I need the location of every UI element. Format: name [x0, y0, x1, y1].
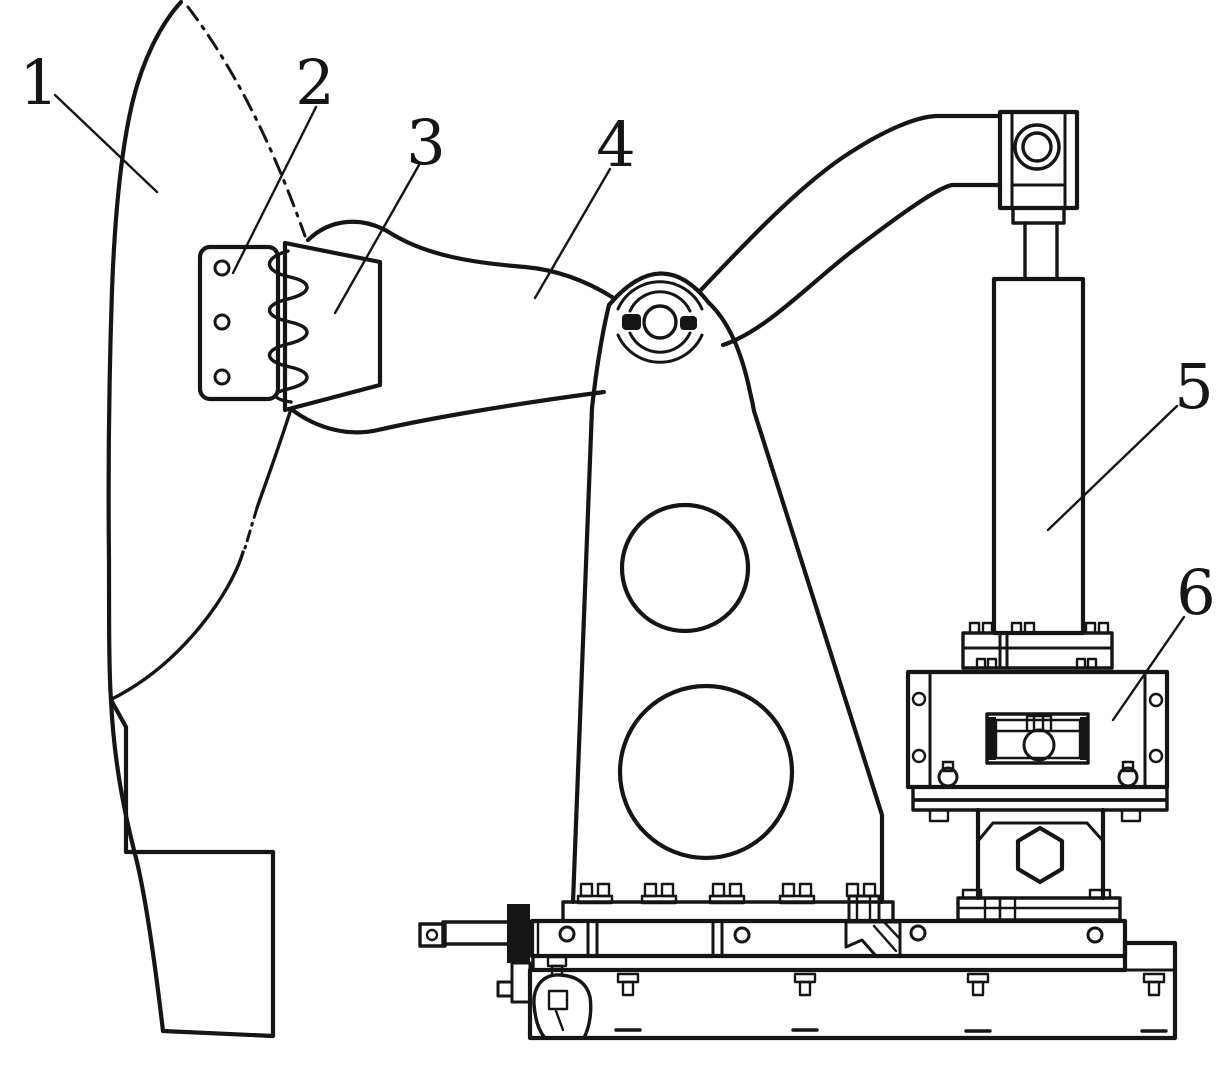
part-label-4: 4: [596, 108, 635, 181]
part-label-1: 1: [19, 46, 58, 119]
leader-line-5: [1046, 404, 1179, 532]
anchor-fixture: [418, 904, 593, 1040]
bearing-arc: [628, 331, 692, 354]
plate-hole: [213, 368, 231, 386]
box-flange-hole: [911, 691, 927, 707]
rail-band: [529, 918, 1128, 959]
box-bottom-tab: [1120, 808, 1142, 823]
flange-top-bolts: [968, 621, 1110, 635]
flange-body: [961, 631, 1114, 670]
beam-tail-bottom-edge: [720, 182, 1003, 348]
bearing-side-bolt: [622, 314, 641, 330]
arc-inner-edge-upper: [255, 407, 293, 510]
plate-body: [197, 244, 281, 402]
beam-tail-top-edge: [697, 113, 1003, 294]
post-head-arc: [606, 271, 712, 308]
leader-line-6: [1111, 615, 1186, 722]
anchor-rod: [441, 920, 515, 946]
horsehead-arc: [106, 0, 307, 1039]
part-label-3: 3: [406, 106, 445, 179]
spring-coil: [267, 249, 309, 404]
leader-line-3: [333, 163, 421, 315]
bearing-arc: [628, 290, 692, 313]
box-flange-hole: [1148, 748, 1164, 764]
clevis-pin-inner: [1021, 131, 1053, 163]
beam-front-top-edge: [305, 219, 615, 300]
box-corner-bolts: [937, 760, 1139, 788]
post-base-plate: [561, 900, 895, 923]
post-lower-hole: [617, 683, 795, 861]
clevis-neck: [1011, 206, 1066, 225]
part-label-6: 6: [1176, 556, 1215, 629]
post-base-bolts: [576, 882, 816, 905]
cylinder-body: [991, 276, 1086, 636]
bed-bolts: [616, 972, 1166, 997]
pedestal-chamfer: [976, 821, 1105, 843]
bearing-arc-outer: [616, 333, 704, 364]
anchor-bracket: [510, 961, 532, 1004]
connector-plate: [197, 244, 281, 402]
anchor-block: [507, 904, 530, 963]
hydraulic-cylinder: [991, 276, 1086, 636]
plate-hole: [213, 259, 231, 277]
load-box: [905, 669, 1170, 823]
rail-hole: [909, 924, 927, 942]
window-roller: [1022, 728, 1056, 762]
rail-hole: [1086, 926, 1104, 944]
box-bottom-strip: [911, 798, 1169, 812]
pivot-pin: [642, 304, 678, 340]
rail-hole: [733, 926, 751, 944]
walking-beam: [288, 113, 1003, 435]
clevis-pin-outer: [1013, 123, 1061, 171]
stand-outline: [108, 697, 276, 1039]
post-right-leg: [706, 300, 885, 905]
bed-dash-marks: [614, 1028, 1168, 1033]
anchor-bracket-tab: [496, 980, 514, 998]
flange-bottom-bolts: [975, 657, 1098, 670]
post-left-leg: [570, 302, 612, 905]
bearing-side-bolt: [680, 316, 697, 330]
box-bottom-tab: [928, 808, 950, 823]
bearing-arc-outer: [616, 280, 704, 311]
arc-outer-edge: [106, 0, 184, 1034]
box-flange-hole: [911, 748, 927, 764]
spring-block: [267, 240, 383, 413]
pedestal: [956, 807, 1122, 922]
plate-hole: [213, 313, 231, 331]
post-upper-hole: [619, 502, 751, 634]
arc-inner-edge-lower: [110, 550, 245, 701]
hold-down-bolt: [546, 955, 568, 968]
beam-front-bottom-edge: [288, 389, 607, 435]
anchor-rod-endcap: [418, 922, 447, 948]
part-labels: 1 2 3 4 5 6: [19, 46, 1216, 722]
box-window: [985, 712, 1090, 765]
leader-line-4: [533, 167, 612, 300]
pedestal-hex-nut: [1015, 825, 1065, 885]
arc-centerline-dashdot: [186, 5, 307, 238]
rail-hole: [558, 925, 576, 943]
samson-post: [561, 271, 895, 923]
block-body: [282, 240, 383, 413]
center-bearing: [616, 280, 704, 364]
leader-line-1: [53, 93, 159, 194]
box-flange-hole: [1148, 692, 1164, 708]
part-label-2: 2: [295, 46, 334, 119]
tail-bearing-clevis: [997, 109, 1080, 281]
part-label-5: 5: [1174, 350, 1213, 423]
base-bed: [527, 940, 1178, 1041]
arc-inner-edge-dashdot: [243, 506, 259, 550]
endcap-hole: [425, 928, 439, 942]
hold-down-clamp: [532, 973, 593, 1040]
cylinder-base-flange: [961, 621, 1114, 670]
leader-line-2: [231, 105, 318, 275]
